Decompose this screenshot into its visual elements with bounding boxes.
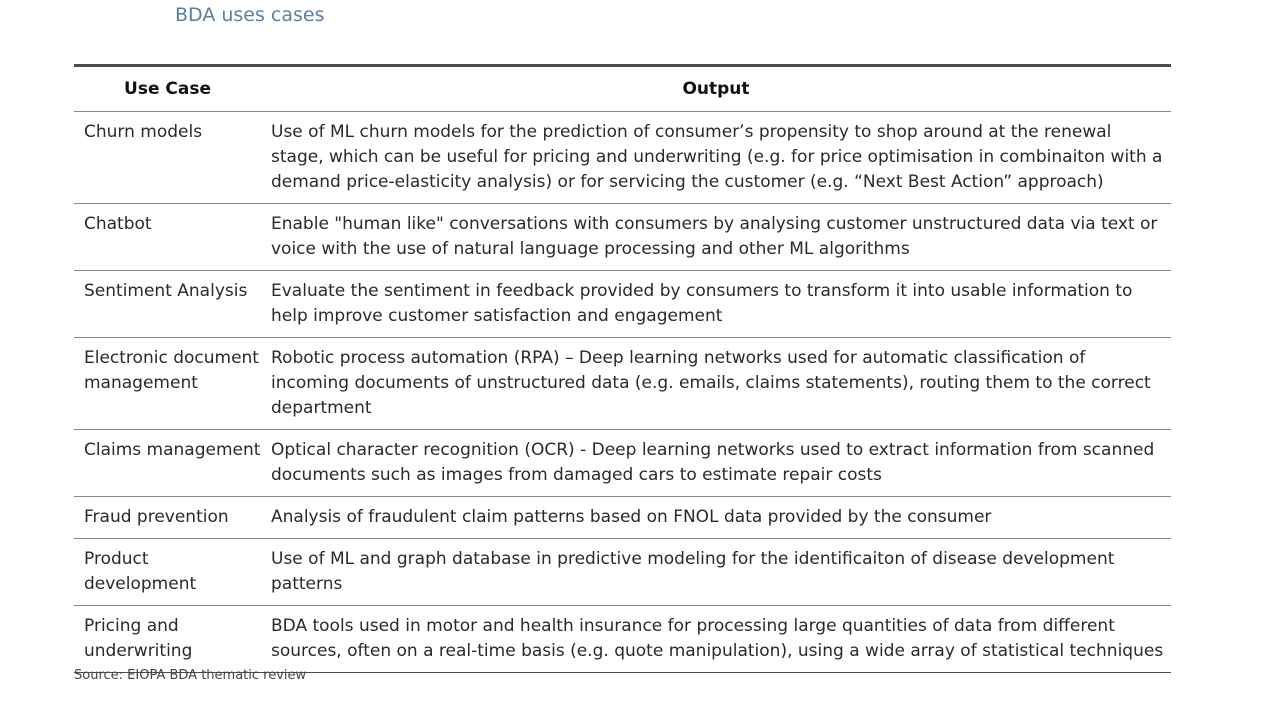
table-row: Sentiment Analysis Evaluate the sentimen…: [74, 270, 1171, 338]
output-cell: Evaluate the sentiment in feedback provi…: [261, 270, 1171, 338]
table-header-row: Use Case Output: [74, 65, 1171, 112]
use-case-cell: Pricing and underwriting: [74, 605, 261, 673]
use-case-table: Use Case Output Churn models Use of ML c…: [74, 64, 1171, 673]
use-case-cell: Chatbot: [74, 203, 261, 271]
output-cell: Enable "human like" conversations with c…: [261, 203, 1171, 271]
output-cell: Use of ML churn models for the predictio…: [261, 111, 1171, 204]
page-title: BDA uses cases: [175, 4, 325, 26]
use-case-cell: Electronic document management: [74, 337, 261, 430]
table-row: Electronic document management Robotic p…: [74, 337, 1171, 430]
table-row: Claims management Optical character reco…: [74, 429, 1171, 497]
table-row: Pricing and underwriting BDA tools used …: [74, 605, 1171, 673]
table-row: Fraud prevention Analysis of fraudulent …: [74, 496, 1171, 539]
table-row: Churn models Use of ML churn models for …: [74, 111, 1171, 204]
output-cell: Analysis of fraudulent claim patterns ba…: [261, 496, 1171, 539]
use-case-cell: Fraud prevention: [74, 496, 261, 539]
header-use-case: Use Case: [74, 65, 261, 112]
use-case-cell: Claims management: [74, 429, 261, 497]
use-case-cell: Sentiment Analysis: [74, 270, 261, 338]
table-row: Product development Use of ML and graph …: [74, 538, 1171, 606]
table-row: Chatbot Enable "human like" conversation…: [74, 203, 1171, 271]
output-cell: Robotic process automation (RPA) – Deep …: [261, 337, 1171, 430]
use-case-cell: Churn models: [74, 111, 261, 204]
use-case-cell: Product development: [74, 538, 261, 606]
use-case-table-container: Use Case Output Churn models Use of ML c…: [74, 64, 1171, 673]
header-output: Output: [261, 65, 1171, 112]
source-note: Source: EIOPA BDA thematic review: [74, 668, 307, 683]
output-cell: BDA tools used in motor and health insur…: [261, 605, 1171, 673]
output-cell: Use of ML and graph database in predicti…: [261, 538, 1171, 606]
output-cell: Optical character recognition (OCR) - De…: [261, 429, 1171, 497]
